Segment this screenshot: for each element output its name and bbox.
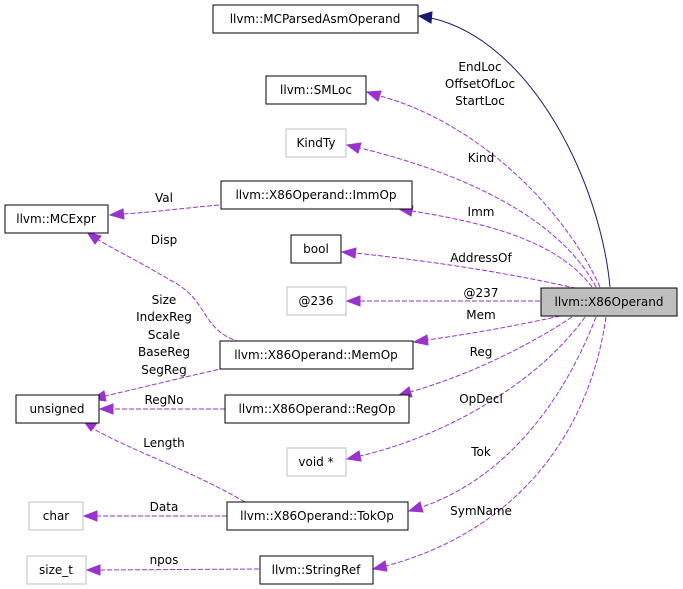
edge-label-endloc: EndLoc	[458, 60, 501, 74]
node-tokop[interactable]: llvm::X86Operand::TokOp	[226, 501, 409, 531]
edge-label-length: Length	[143, 436, 184, 450]
node-immop[interactable]: llvm::X86Operand::ImmOp	[220, 180, 413, 210]
edge-disp	[85, 231, 241, 343]
edge-npos	[85, 564, 260, 576]
node-x86operand[interactable]: llvm::X86Operand	[540, 287, 678, 317]
edge-tok	[407, 316, 597, 513]
node-at236: @236	[286, 286, 347, 316]
node-label-mcexpr: llvm::MCExpr	[16, 212, 96, 226]
node-regop[interactable]: llvm::X86Operand::RegOp	[224, 394, 410, 424]
node-smloc[interactable]: llvm::SMLoc	[265, 75, 367, 105]
edge-label-symname: SymName	[450, 504, 512, 518]
node-voidptr: void *	[286, 447, 347, 477]
edge-label-imm: Imm	[468, 205, 495, 219]
edge-label-segreg: SegReg	[141, 363, 186, 377]
edge-inherits-mcparsedasmoperand	[417, 11, 611, 288]
edge-label-scale: Scale	[148, 328, 180, 342]
edge-data	[82, 510, 227, 522]
node-kindty: KindTy	[285, 128, 347, 158]
edge-label-mem: Mem	[466, 308, 495, 322]
edge-length	[81, 419, 246, 503]
node-label-smloc: llvm::SMLoc	[280, 83, 352, 97]
edge-regno	[98, 403, 225, 415]
edge-label-val: Val	[155, 191, 173, 205]
node-label-kindty: KindTy	[297, 136, 336, 150]
node-label-regop: llvm::X86Operand::RegOp	[239, 402, 396, 416]
node-label-immop: llvm::X86Operand::ImmOp	[235, 188, 396, 202]
node-label-mcparsedasmoperand: llvm::MCParsedAsmOperand	[230, 12, 401, 26]
edge-label-offsetofloc: OffsetOfLoc	[445, 77, 515, 91]
edge-opdecl	[345, 316, 586, 462]
node-label-stringref: llvm::StringRef	[272, 563, 362, 577]
edge-smloc	[365, 90, 601, 288]
edge-label-size: Size	[152, 293, 177, 307]
edge-kind	[345, 142, 597, 288]
edge-label-kind: Kind	[468, 151, 494, 165]
edge-label-regno: RegNo	[144, 393, 183, 407]
node-label-unsigned: unsigned	[29, 402, 84, 416]
edge-label-reg: Reg	[470, 345, 493, 359]
edge-label-startloc: StartLoc	[455, 94, 505, 108]
node-label-size-t: size_t	[39, 563, 73, 577]
edge-label-tok: Tok	[470, 445, 491, 459]
node-size-t: size_t	[26, 555, 87, 585]
node-label-tokop: llvm::X86Operand::TokOp	[240, 509, 394, 523]
node-unsigned: unsigned	[15, 394, 100, 424]
node-char: char	[28, 501, 84, 531]
node-bool: bool	[290, 234, 342, 264]
edge-at237	[345, 295, 540, 307]
edge-label-disp: Disp	[151, 233, 177, 247]
edge-label-data: Data	[150, 500, 179, 514]
node-label-x86operand: llvm::X86Operand	[555, 295, 664, 309]
edge-symname	[371, 316, 607, 572]
edge-label-basereg: BaseReg	[138, 345, 190, 359]
node-mcparsedasmoperand[interactable]: llvm::MCParsedAsmOperand	[212, 4, 419, 34]
edge-imm	[397, 205, 593, 288]
node-label-memop: llvm::X86Operand::MemOp	[234, 348, 398, 362]
node-stringref[interactable]: llvm::StringRef	[259, 555, 374, 585]
edge-addressof	[340, 247, 584, 291]
node-label-char: char	[43, 509, 70, 523]
node-label-bool: bool	[303, 242, 329, 256]
edge-label-addressof: AddressOf	[450, 251, 512, 265]
node-mcexpr[interactable]: llvm::MCExpr	[4, 204, 109, 234]
edge-label-npos: npos	[150, 553, 179, 567]
node-label-voidptr: void *	[298, 455, 333, 469]
edge-label-indexreg: IndexReg	[136, 310, 192, 324]
node-memop[interactable]: llvm::X86Operand::MemOp	[219, 340, 414, 370]
edge-label-opdecl: OpDecl	[459, 392, 503, 406]
edge-val	[108, 204, 220, 220]
edge-label-at237: @237	[464, 286, 499, 300]
edge-mem	[412, 315, 561, 346]
node-label-at236: @236	[299, 294, 334, 308]
